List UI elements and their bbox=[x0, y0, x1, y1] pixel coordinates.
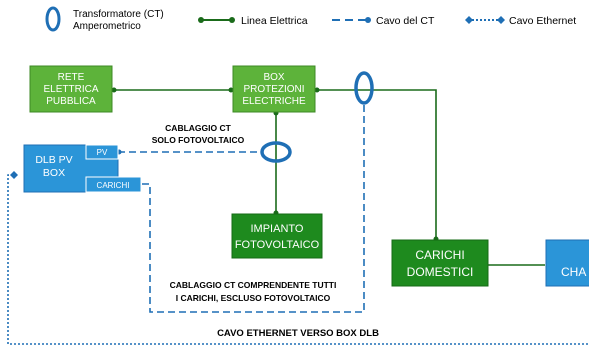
ethernet-diamond-icon bbox=[10, 171, 18, 179]
node-household-loads-label-2: DOMESTICI bbox=[407, 265, 474, 279]
node-pv-plant-label-1: IMPIANTO bbox=[251, 223, 304, 235]
ct-ring-pv-icon bbox=[260, 141, 292, 163]
ct-ring-loads-icon bbox=[354, 71, 374, 105]
legend-power-dot-icon bbox=[229, 17, 235, 23]
legend-ct-cable-dot-icon bbox=[365, 17, 371, 23]
node-protection-box-label-1: BOX bbox=[263, 72, 284, 83]
node-dlb-box[interactable]: DLB PV BOX PV CARICHI bbox=[23, 144, 142, 193]
legend-ethernet-diamond-icon bbox=[465, 16, 473, 24]
annotation-ct-loads-1: CABLAGGIO CT COMPRENDENTE TUTTI bbox=[170, 280, 337, 290]
ct-cable-loads bbox=[142, 104, 365, 313]
ct-cables bbox=[118, 104, 365, 313]
node-dlb-label-2: BOX bbox=[43, 167, 65, 179]
annotation-ct-loads-2: I CARICHI, ESCLUSO FOTOVOLTAICO bbox=[176, 293, 331, 303]
node-public-grid-label-1: RETE bbox=[58, 72, 85, 83]
legend-power-line-label: Linea Elettrica bbox=[241, 15, 308, 27]
legend-ethernet-diamond-icon bbox=[497, 16, 505, 24]
node-household-loads[interactable]: CARICHI DOMESTICI bbox=[391, 239, 489, 287]
ethernet-cable bbox=[7, 171, 589, 345]
node-public-grid-label-3: PUBBLICA bbox=[46, 96, 96, 107]
node-household-loads-box bbox=[391, 239, 489, 287]
dlb-loads-port-label: CARICHI bbox=[97, 181, 130, 190]
legend-ethernet-label: Cavo Ethernet bbox=[509, 15, 576, 27]
power-dot bbox=[228, 87, 234, 93]
node-public-grid-label-2: ELETTRICA bbox=[43, 84, 98, 95]
legend: Transformatore (CT) Amperometrico Linea … bbox=[45, 6, 576, 32]
annotation-ct-pv-2: SOLO FOTOVOLTAICO bbox=[152, 135, 245, 145]
annotation-ethernet: CAVO ETHERNET VERSO BOX DLB bbox=[217, 328, 379, 339]
node-protection-box-label-3: ELECTRICHE bbox=[242, 96, 306, 107]
dlb-pv-port[interactable] bbox=[85, 144, 119, 160]
node-charger[interactable]: CHA bbox=[545, 239, 589, 287]
power-dot bbox=[314, 87, 320, 93]
node-pv-plant-box bbox=[231, 213, 323, 259]
node-charger-label: CHA bbox=[561, 265, 586, 279]
node-charger-box bbox=[545, 239, 589, 287]
node-dlb-label-1: DLB PV bbox=[35, 154, 72, 166]
node-protection-box-box bbox=[232, 65, 316, 113]
legend-ct-cable-label: Cavo del CT bbox=[376, 15, 435, 27]
node-pv-plant[interactable]: IMPIANTO FOTOVOLTAICO bbox=[231, 213, 323, 259]
node-protection-box[interactable]: BOX PROTEZIONI ELECTRICHE bbox=[232, 65, 316, 113]
power-line-box-loads bbox=[316, 89, 437, 240]
legend-ct-label-2: Amperometrico bbox=[73, 21, 141, 32]
node-household-loads-label-1: CARICHI bbox=[415, 248, 464, 262]
power-lines bbox=[113, 89, 545, 266]
legend-power-dot-icon bbox=[198, 17, 204, 23]
legend-ct-label-1: Transformatore (CT) bbox=[73, 9, 164, 20]
annotations: CABLAGGIO CT SOLO FOTOVOLTAICO CABLAGGIO… bbox=[152, 123, 379, 339]
node-protection-box-label-2: PROTEZIONI bbox=[243, 84, 304, 95]
node-pv-plant-label-2: FOTOVOLTAICO bbox=[235, 239, 320, 251]
node-public-grid-box bbox=[29, 65, 113, 113]
node-public-grid[interactable]: RETE ELETTRICA PUBBLICA bbox=[29, 65, 113, 113]
ct-ring-icon bbox=[45, 6, 61, 32]
annotation-ct-pv-1: CABLAGGIO CT bbox=[165, 123, 231, 133]
ethernet-line bbox=[7, 174, 589, 345]
dlb-pv-port-label: PV bbox=[97, 148, 108, 157]
dlb-loads-port[interactable] bbox=[85, 176, 142, 193]
power-dot bbox=[111, 87, 117, 93]
